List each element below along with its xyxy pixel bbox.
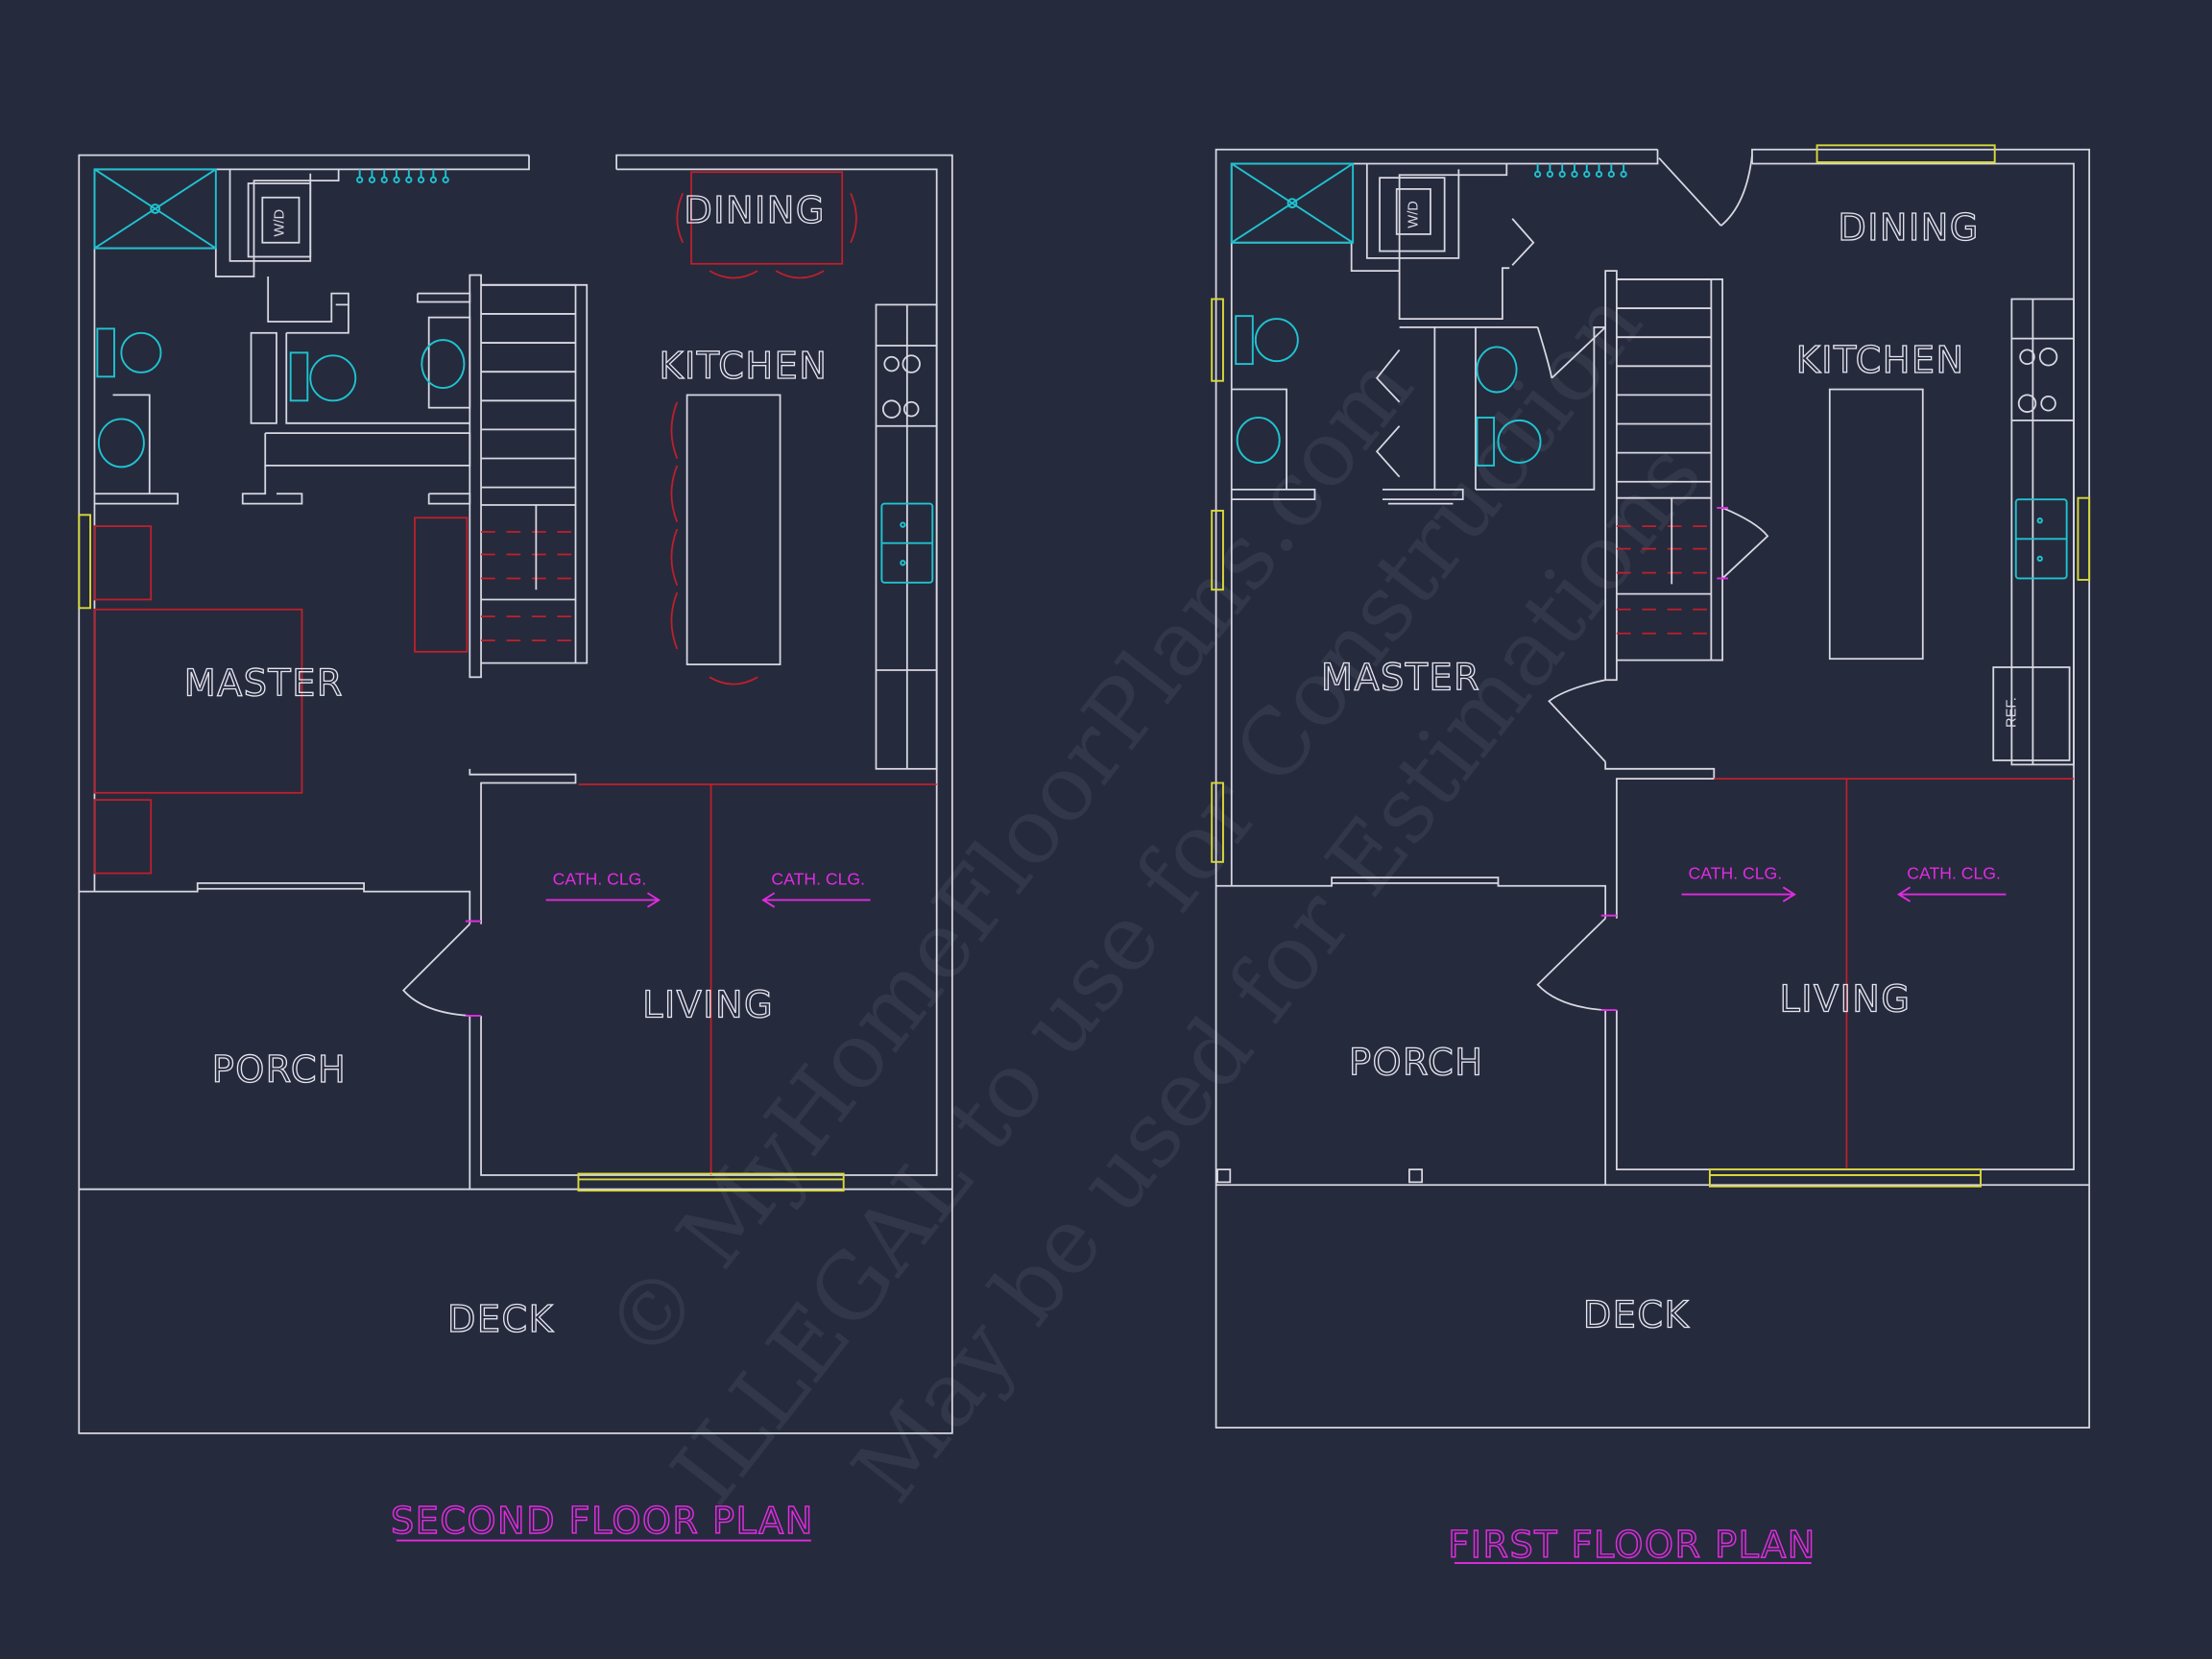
closet-hanger (405, 176, 413, 183)
room-label-porch: PORCH (1349, 1043, 1483, 1085)
closet-hanger (356, 176, 364, 183)
watermark: © MyHomeFloorPlans.com ILLEGAL to use fo… (585, 272, 1722, 1524)
closet-hanger (368, 176, 376, 183)
ceiling-lines (1714, 778, 2074, 1170)
washer-dryer-label: W/D (1407, 201, 1422, 228)
plan-title: SECOND FLOOR PLAN (391, 1501, 814, 1543)
bathroom-fixtures (1230, 162, 1542, 467)
windows-doors (1211, 144, 2091, 1188)
room-label-kitchen: KITCHEN (659, 346, 828, 388)
cath-clg-note: CATH. CLG. (553, 869, 647, 888)
room-label-master: MASTER (1321, 658, 1480, 700)
room-label-dining: DINING (1838, 207, 1979, 250)
furniture (93, 171, 937, 1175)
room-label-porch: PORCH (212, 1049, 347, 1092)
closet-hanger (418, 176, 425, 183)
bathroom-fixtures (93, 168, 466, 469)
exterior-walls (1214, 148, 2091, 1429)
exterior-walls (78, 154, 953, 1434)
closet-hanger (1558, 170, 1566, 179)
annotations: CATH. CLG. CATH. CLG. (545, 869, 871, 908)
cath-clg-note: CATH. CLG. (1689, 863, 1783, 882)
closet-hanger (1620, 170, 1627, 179)
room-label-kitchen: KITCHEN (1796, 340, 1965, 382)
refrigerator-label: REF. (2005, 697, 2020, 728)
closet-hanger (429, 176, 437, 183)
room-label-living: LIVING (1780, 979, 1911, 1022)
kitchen-fixtures (1828, 348, 2068, 661)
room-label-deck: DECK (1583, 1295, 1690, 1337)
room-label-master: MASTER (184, 662, 344, 705)
first-floor-plan: REF. (1211, 144, 2091, 1568)
laundry: W/D (247, 182, 312, 258)
closet-hanger (1571, 170, 1578, 179)
closet-hanger (380, 176, 388, 183)
room-label-living: LIVING (642, 984, 774, 1026)
closet-hanger (393, 176, 400, 183)
closet-hanger (1546, 170, 1554, 179)
room-label-dining: DINING (684, 190, 825, 232)
washer-dryer-label: W/D (272, 209, 287, 237)
closet-hanger (1607, 170, 1615, 179)
staircase (1548, 270, 1769, 763)
annotations: CATH. CLG. CATH. CLG. (1681, 863, 2007, 902)
closet-hanger (1583, 170, 1591, 179)
room-label-deck: DECK (447, 1299, 554, 1341)
second-floor-plan: W/D (78, 154, 953, 1544)
closet-hanger (442, 176, 449, 183)
interior-walls: REF. (1231, 155, 2075, 766)
cath-clg-note: CATH. CLG. (1907, 863, 2001, 882)
closet-hanger (1534, 170, 1542, 179)
cath-clg-note: CATH. CLG. (771, 869, 865, 888)
closet-hanger (1595, 170, 1603, 179)
kitchen-fixtures (685, 354, 934, 665)
plan-title: FIRST FLOOR PLAN (1448, 1525, 1816, 1567)
laundry: W/D (1379, 163, 1627, 252)
windows-doors (78, 169, 845, 1192)
staircase (469, 274, 589, 679)
watermark-line-2: ILLEGAL to use for Construction (653, 272, 1663, 1524)
